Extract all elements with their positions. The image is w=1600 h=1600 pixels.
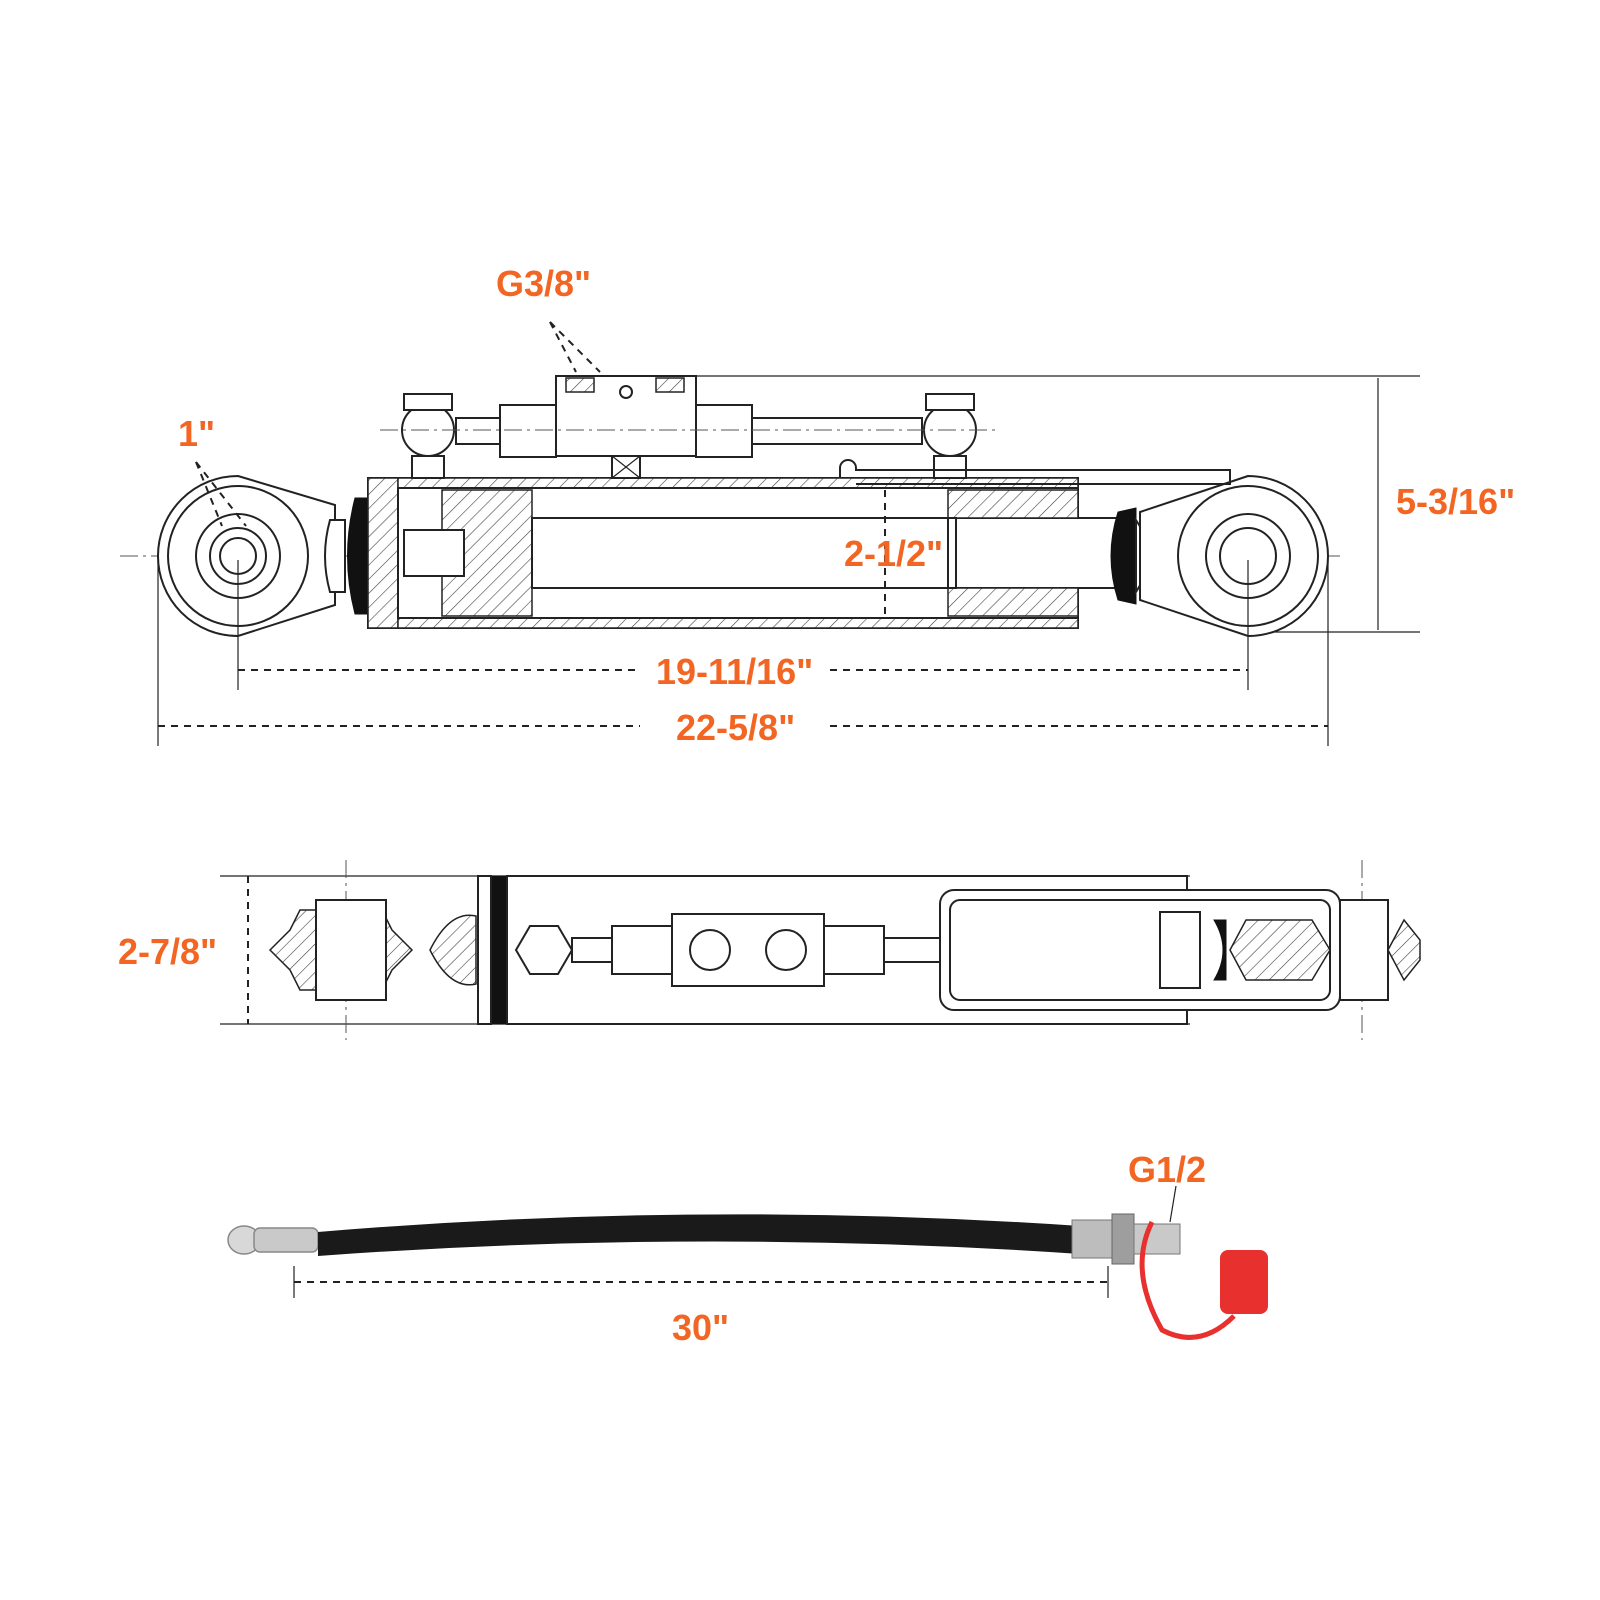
hydraulic-hose xyxy=(227,1185,1268,1340)
hose-fitting-label: G1/2 xyxy=(1128,1149,1206,1190)
overall-height-label: 5-3/16" xyxy=(1396,481,1515,522)
pin-diameter-label: 1" xyxy=(178,413,215,454)
left-rod-eye xyxy=(157,474,371,638)
lock-valve-assembly xyxy=(380,375,1231,485)
hose-length-label: 30" xyxy=(672,1307,729,1348)
body-width-label: 2-7/8" xyxy=(118,931,217,972)
cylinder-barrel xyxy=(367,477,1123,629)
bore-diameter-label: 2-1/2" xyxy=(844,533,943,574)
overall-length-label: 22-5/8" xyxy=(676,707,795,748)
port-thread-label: G3/8" xyxy=(496,263,591,304)
center-to-center-label: 19-11/16" xyxy=(656,651,813,692)
top-view xyxy=(220,860,1421,1040)
side-section-view xyxy=(120,321,1420,746)
right-rod-eye xyxy=(1110,474,1329,638)
